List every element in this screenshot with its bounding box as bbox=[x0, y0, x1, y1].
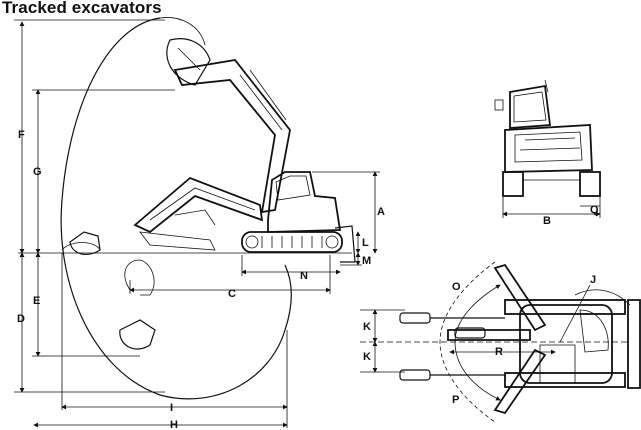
label-K-lower: K bbox=[363, 351, 371, 363]
label-L: L bbox=[362, 237, 369, 249]
label-M: M bbox=[362, 255, 371, 267]
label-G: G bbox=[33, 166, 42, 178]
label-F: F bbox=[18, 129, 25, 141]
label-N: N bbox=[300, 270, 308, 282]
dozer-blade bbox=[334, 225, 356, 263]
track bbox=[241, 231, 343, 253]
bucket-top bbox=[399, 312, 431, 324]
top-arm-upper bbox=[493, 263, 547, 332]
top-arm-lower bbox=[493, 348, 547, 415]
depth-bucket bbox=[119, 319, 156, 350]
label-E: E bbox=[33, 295, 40, 307]
label-O: O bbox=[452, 281, 461, 293]
label-B: B bbox=[543, 215, 551, 227]
reach-envelope bbox=[60, 17, 293, 400]
label-Q: Q bbox=[590, 204, 599, 216]
top-dozer-blade bbox=[627, 299, 641, 389]
label-I: I bbox=[170, 402, 173, 414]
side-view bbox=[14, 17, 380, 428]
bucket-bottom bbox=[399, 369, 431, 381]
top-view bbox=[360, 261, 641, 423]
label-D: D bbox=[17, 313, 25, 325]
label-K-upper: K bbox=[363, 321, 371, 333]
label-J: J bbox=[590, 274, 596, 286]
label-R: R bbox=[495, 346, 503, 358]
label-P: P bbox=[452, 394, 459, 406]
bucket-mid bbox=[454, 327, 486, 339]
label-H: H bbox=[170, 419, 178, 430]
label-A: A bbox=[377, 206, 385, 218]
top-arm-center bbox=[447, 329, 531, 341]
dimension-labels: F G E D C N I H A L M B Q O P J K K R bbox=[17, 129, 599, 430]
lowered-arm bbox=[133, 176, 264, 234]
ground-bucket bbox=[69, 231, 101, 256]
front-body bbox=[504, 124, 593, 173]
diagram-title: Tracked excavators bbox=[2, 0, 162, 17]
raised-arm bbox=[173, 59, 291, 214]
front-view bbox=[494, 79, 601, 218]
label-C: C bbox=[228, 288, 236, 300]
top-track-upper bbox=[504, 299, 626, 315]
front-track-left bbox=[502, 171, 524, 197]
raised-bucket bbox=[166, 38, 211, 86]
top-track-lower bbox=[504, 372, 626, 388]
front-cab bbox=[509, 84, 552, 129]
front-track-right bbox=[579, 171, 601, 197]
